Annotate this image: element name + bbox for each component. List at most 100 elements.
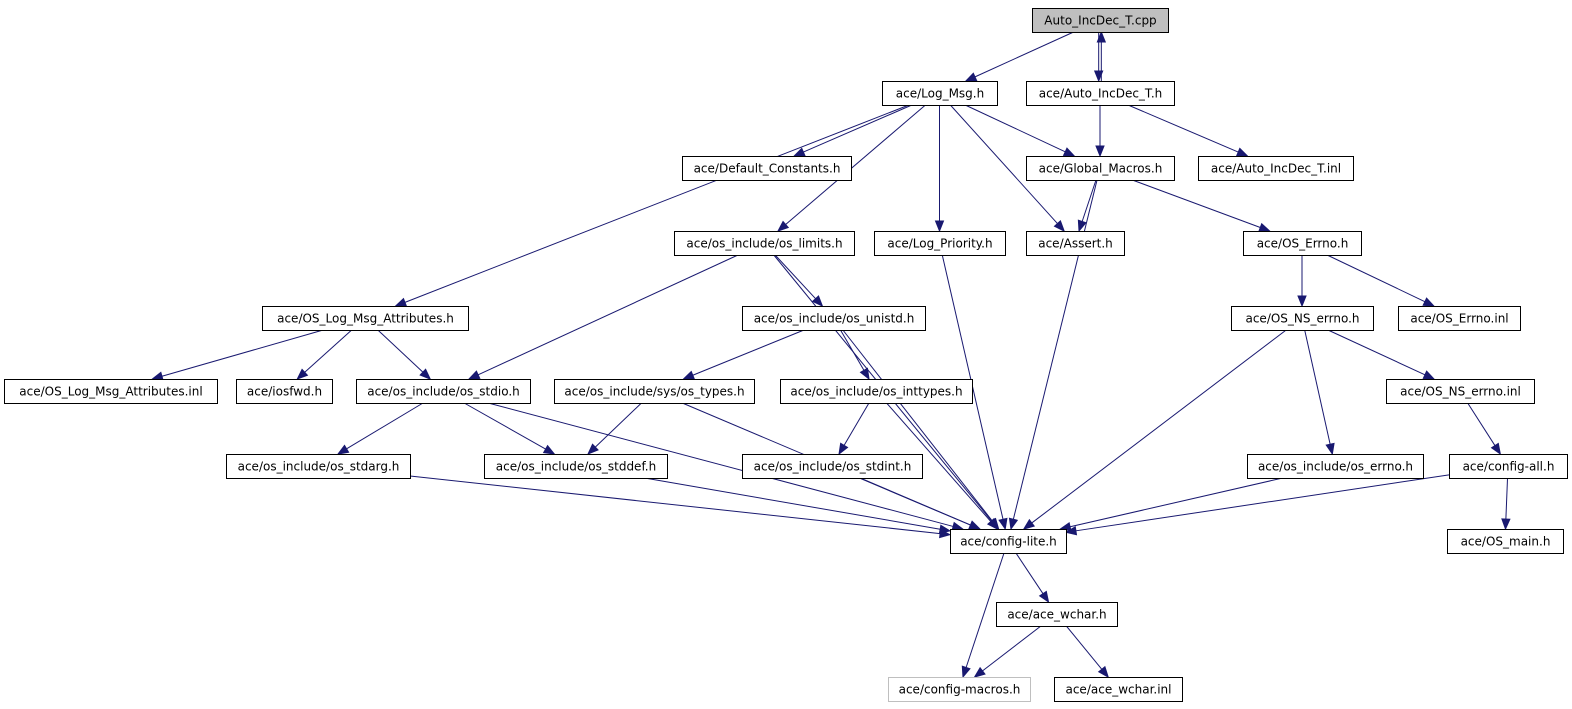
node-ace-log-msg-h[interactable]: ace/Log_Msg.h	[882, 81, 998, 106]
node-box[interactable]	[1398, 306, 1521, 331]
node-label: ace/os_include/sys/os_types.h	[564, 385, 744, 399]
edge-arrowhead	[1501, 518, 1511, 531]
node-box[interactable]	[1026, 81, 1175, 106]
edge-arrowhead	[296, 368, 309, 380]
node-ace-os-include-os-errno-h[interactable]: ace/os_include/os_errno.h	[1247, 454, 1424, 479]
node-box[interactable]	[226, 454, 411, 479]
node-ace-os-include-os-stdio-h[interactable]: ace/os_include/os_stdio.h	[356, 379, 531, 404]
edge-arrowhead	[838, 442, 849, 456]
node-box[interactable]	[484, 454, 668, 479]
node-ace-os-include-os-stdint-h[interactable]: ace/os_include/os_stdint.h	[742, 454, 923, 479]
node-ace-os-include-os-stddef-h[interactable]: ace/os_include/os_stddef.h	[484, 454, 668, 479]
node-ace-os-include-sys-os-types-h[interactable]: ace/os_include/sys/os_types.h	[554, 379, 755, 404]
node-box[interactable]	[882, 81, 998, 106]
node-box[interactable]	[1026, 231, 1125, 256]
node-box[interactable]	[1026, 156, 1175, 181]
edge-line	[404, 104, 910, 303]
node-ace-ace-wchar-inl[interactable]: ace/ace_wchar.inl	[1054, 677, 1183, 702]
node-ace-config-macros-h[interactable]: ace/config-macros.h	[888, 677, 1031, 702]
edge-line	[974, 31, 1074, 78]
edge-ace-os-include-sys-os-types-h-to-ace-os-include-os-stddef-h	[587, 402, 642, 455]
node-label: ace/Auto_IncDec_T.inl	[1211, 162, 1341, 176]
edge-arrowhead	[1038, 590, 1050, 604]
node-box[interactable]	[674, 231, 855, 256]
node-box[interactable]	[1243, 231, 1362, 256]
node-ace-os-log-msg-attributes-inl[interactable]: ace/OS_Log_Msg_Attributes.inl	[4, 379, 218, 404]
node-ace-os-log-msg-attributes-h[interactable]: ace/OS_Log_Msg_Attributes.h	[262, 306, 469, 331]
node-label: ace/OS_Errno.h	[1257, 237, 1349, 251]
node-ace-os-include-os-inttypes-h[interactable]: ace/os_include/os_inttypes.h	[780, 379, 973, 404]
node-box[interactable]	[236, 379, 333, 404]
node-ace-os-ns-errno-h[interactable]: ace/OS_NS_errno.h	[1231, 306, 1374, 331]
node-box[interactable]	[1386, 379, 1535, 404]
edge-line	[842, 329, 993, 522]
node-box[interactable]	[682, 156, 852, 181]
edge-line	[886, 402, 992, 522]
edge-ace-os-log-msg-attributes-h-to-ace-os-include-os-stdio-h	[377, 329, 432, 380]
edge-line	[1069, 477, 1283, 528]
node-label: ace/Global_Macros.h	[1039, 162, 1163, 176]
edge-arrowhead	[1053, 220, 1066, 232]
edge-arrowhead	[1422, 370, 1436, 380]
node-label: ace/config-lite.h	[960, 535, 1057, 549]
edge-ace-log-msg-h-to-ace-global-macros-h	[964, 104, 1076, 157]
node-box[interactable]	[1054, 677, 1183, 702]
node-ace-os-include-os-limits-h[interactable]: ace/os_include/os_limits.h	[674, 231, 855, 256]
node-label: ace/ace_wchar.h	[1007, 608, 1106, 622]
edge-line	[1132, 179, 1261, 228]
node-ace-auto-incdec-t-inl[interactable]: ace/Auto_IncDec_T.inl	[1198, 156, 1354, 181]
edge-ace-log-msg-h-to-ace-os-log-msg-attributes-h	[394, 104, 910, 307]
node-box[interactable]	[356, 379, 531, 404]
edge-arrowhead	[859, 367, 870, 381]
node-label: ace/os_include/os_inttypes.h	[790, 385, 962, 399]
edge-line	[463, 402, 546, 450]
node-ace-log-priority-h[interactable]: ace/Log_Priority.h	[874, 231, 1006, 256]
edge-ace-global-macros-h-to-ace-os-errno-h	[1132, 179, 1271, 232]
node-box[interactable]	[874, 231, 1006, 256]
edge-arrowhead	[1093, 70, 1104, 83]
node-ace-os-main-h[interactable]: ace/OS_main.h	[1447, 529, 1564, 554]
node-box[interactable]	[996, 602, 1118, 627]
node-box[interactable]	[1231, 306, 1374, 331]
node-box[interactable]	[888, 677, 1031, 702]
node-ace-os-include-os-stdarg-h[interactable]: ace/os_include/os_stdarg.h	[226, 454, 411, 479]
node-box[interactable]	[1198, 156, 1354, 181]
node-box[interactable]	[4, 379, 218, 404]
edge-ace-os-ns-errno-h-to-ace-config-lite-h	[1022, 329, 1287, 530]
node-ace-iosfwd-h[interactable]: ace/iosfwd.h	[236, 379, 333, 404]
node-ace-auto-incdec-t-h[interactable]: ace/Auto_IncDec_T.h	[1026, 81, 1175, 106]
node-ace-config-all-h[interactable]: ace/config-all.h	[1449, 454, 1568, 479]
edge-line	[1012, 179, 1098, 520]
node-ace-default-constants-h[interactable]: ace/Default_Constants.h	[682, 156, 852, 181]
node-ace-os-errno-inl[interactable]: ace/OS_Errno.inl	[1398, 306, 1521, 331]
node-box[interactable]	[780, 379, 973, 404]
node-auto-incdec-t-cpp[interactable]: Auto_IncDec_T.cpp	[1032, 8, 1169, 33]
node-ace-os-ns-errno-inl[interactable]: ace/OS_NS_errno.inl	[1386, 379, 1535, 404]
node-box[interactable]	[950, 529, 1067, 554]
node-ace-assert-h[interactable]: ace/Assert.h	[1026, 231, 1125, 256]
edge-arrowhead	[968, 520, 982, 530]
node-ace-config-lite-h[interactable]: ace/config-lite.h	[950, 529, 1067, 554]
node-box[interactable]	[1447, 529, 1564, 554]
node-ace-os-include-os-unistd-h[interactable]: ace/os_include/os_unistd.h	[742, 306, 926, 331]
edge-arrowhead	[467, 370, 481, 380]
node-ace-os-errno-h[interactable]: ace/OS_Errno.h	[1243, 231, 1362, 256]
node-box[interactable]	[1449, 454, 1568, 479]
edge-arrowhead	[151, 371, 164, 381]
edge-line	[1327, 329, 1426, 376]
edge-arrowhead	[1422, 297, 1436, 307]
nodes-layer: Auto_IncDec_T.cpp ace/Log_Msg.h ace/Auto_I…	[4, 8, 1568, 702]
edge-arrowhead	[1064, 526, 1078, 536]
node-box[interactable]	[742, 454, 923, 479]
node-box[interactable]	[742, 306, 926, 331]
edge-ace-config-lite-h-to-ace-ace-wchar-h	[1015, 552, 1050, 604]
node-box[interactable]	[262, 306, 469, 331]
node-ace-ace-wchar-h[interactable]: ace/ace_wchar.h	[996, 602, 1118, 627]
node-box[interactable]	[554, 379, 755, 404]
node-box[interactable]	[1032, 8, 1169, 33]
node-box[interactable]	[1247, 454, 1424, 479]
node-ace-global-macros-h[interactable]: ace/Global_Macros.h	[1026, 156, 1175, 181]
edge-arrowhead	[1325, 442, 1335, 456]
edge-ace-os-errno-h-to-ace-os-errno-inl	[1326, 254, 1436, 307]
node-label: ace/OS_Log_Msg_Attributes.inl	[19, 385, 202, 399]
